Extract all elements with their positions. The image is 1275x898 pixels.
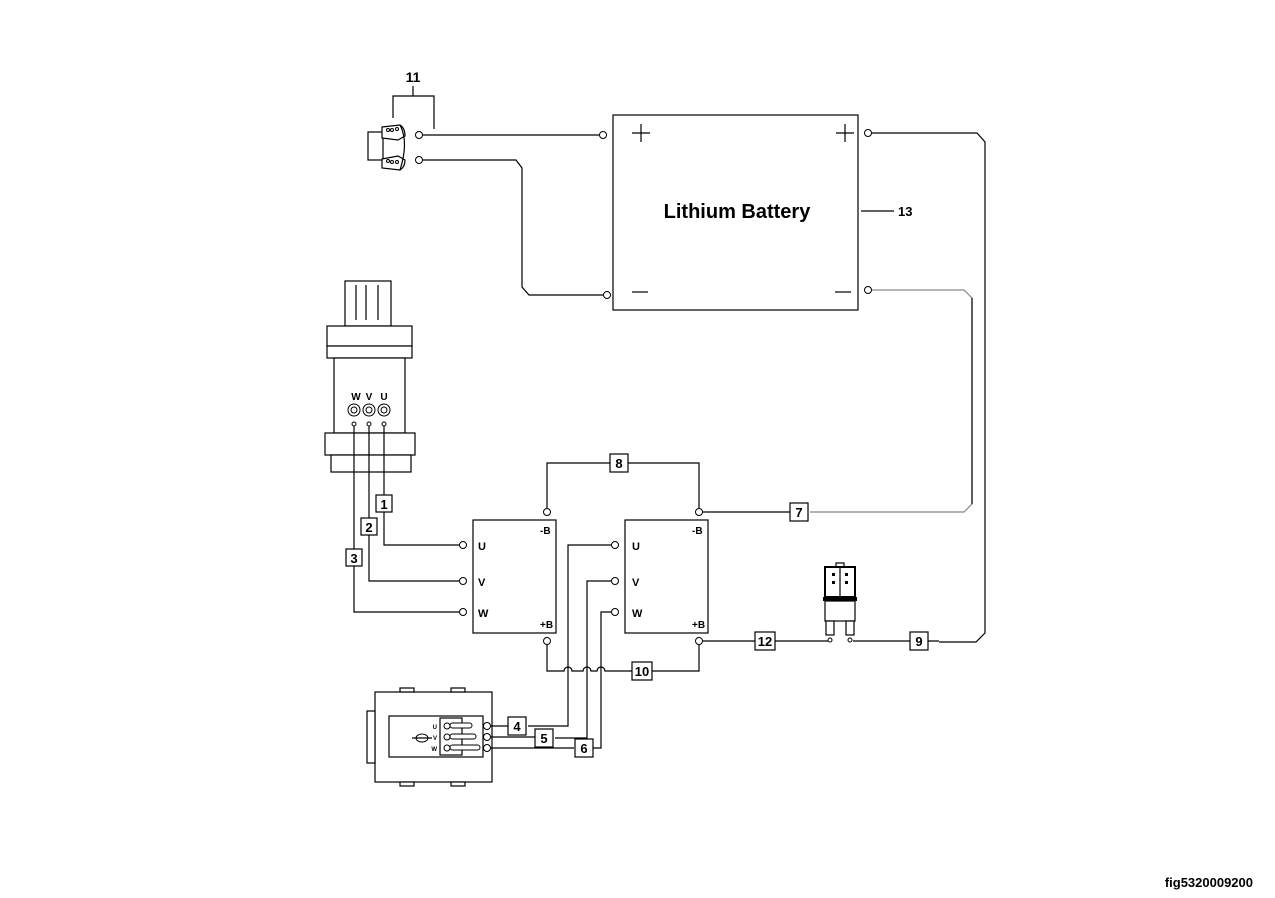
svg-text:1: 1 (380, 497, 387, 512)
wire-label-9: 9 (909, 631, 929, 651)
pump-motor: U V W (366, 687, 493, 787)
wire-label-8: 8 (609, 453, 629, 473)
drive-motor: W V U (324, 280, 416, 473)
battery-label: Lithium Battery (664, 201, 812, 223)
wire-label-2: 2 (360, 517, 378, 536)
wire-label-5: 5 (534, 728, 554, 748)
pump-terminal-w: W (431, 747, 437, 753)
wire-labels: 1 2 3 4 5 6 7 8 9 10 12 (345, 453, 929, 758)
controller-right: U V W -B +B (624, 519, 709, 634)
figure-id: fig5320009200 (1165, 875, 1253, 890)
lithium-battery: Lithium Battery (612, 114, 859, 311)
wire-label-10: 10 (631, 661, 653, 681)
svg-text:5: 5 (540, 731, 547, 746)
controller-left: U V W -B +B (472, 519, 557, 634)
svg-text:9: 9 (915, 634, 922, 649)
ctrl-right-bminus: -B (692, 526, 703, 537)
ctrl-left-w: W (478, 608, 489, 620)
wire-label-1: 1 (375, 494, 393, 513)
wire-label-7: 7 (789, 502, 809, 522)
ctrl-right-w: W (632, 608, 643, 620)
contactor (823, 562, 857, 636)
wire-label-12: 12 (754, 631, 776, 651)
motor-terminal-w: W (351, 392, 361, 403)
charger-connector (367, 124, 406, 171)
ctrl-right-v: V (632, 577, 640, 589)
ctrl-left-bplus: +B (540, 620, 553, 631)
svg-text:2: 2 (365, 520, 372, 535)
motor-terminal-u: U (380, 392, 387, 403)
svg-text:6: 6 (580, 741, 587, 756)
connector-ref: 11 (406, 69, 421, 85)
svg-text:12: 12 (758, 634, 772, 649)
svg-text:10: 10 (635, 664, 649, 679)
svg-text:4: 4 (513, 719, 521, 734)
ctrl-right-u: U (632, 541, 640, 553)
wire-label-3: 3 (345, 548, 363, 567)
wire-label-6: 6 (574, 738, 594, 758)
battery-ref: 13 (898, 204, 912, 219)
ctrl-left-u: U (478, 541, 486, 553)
pump-terminal-v: V (433, 736, 437, 742)
wire-label-4: 4 (507, 716, 527, 736)
pump-terminal-u: U (433, 725, 437, 731)
svg-text:7: 7 (795, 505, 802, 520)
ctrl-left-v: V (478, 577, 486, 589)
ctrl-left-bminus: -B (540, 526, 551, 537)
svg-text:3: 3 (350, 551, 357, 566)
motor-terminal-v: V (366, 392, 373, 403)
svg-text:8: 8 (615, 456, 622, 471)
ctrl-right-bplus: +B (692, 620, 705, 631)
